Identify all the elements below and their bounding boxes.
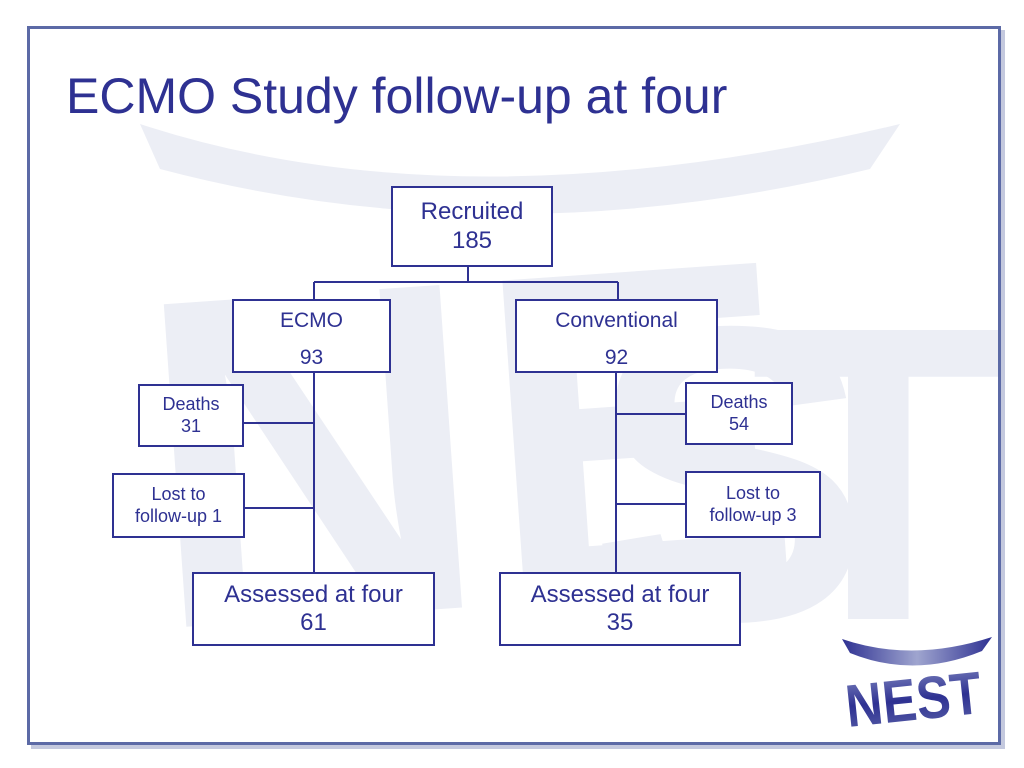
conventional-deaths-count: 54 — [728, 413, 750, 434]
flowchart-connectors — [243, 265, 686, 574]
ecmo-deaths-box: Deaths 31 — [138, 384, 244, 447]
slide-title: ECMO Study follow-up at four — [66, 68, 728, 124]
conventional-count: 92 — [604, 346, 629, 370]
conventional-deaths-label: Deaths — [710, 392, 768, 413]
recruited-label: Recruited — [420, 198, 524, 226]
ecmo-count: 93 — [299, 346, 324, 370]
conventional-assessed-count: 35 — [606, 609, 634, 636]
conventional-assessed-box: Assessed at four 35 — [499, 572, 741, 646]
conventional-label: Conventional — [555, 309, 678, 332]
ecmo-label: ECMO — [280, 309, 343, 332]
logo-wing-shape — [842, 637, 992, 666]
logo-text: NEST — [842, 659, 984, 740]
nest-logo: NEST — [842, 637, 992, 740]
conventional-lost-label: Lost to — [725, 483, 781, 504]
conventional-lost-label2: follow-up 3 — [709, 504, 797, 525]
slide-frame: NE S T ECMO Study follow-up at four Recr… — [27, 26, 1001, 745]
conventional-deaths-box: Deaths 54 — [685, 382, 793, 445]
conventional-box: Conventional 92 — [515, 299, 718, 373]
ecmo-box: ECMO 93 — [232, 299, 391, 373]
conventional-assessed-label: Assessed at four — [530, 580, 710, 608]
ecmo-deaths-count: 31 — [180, 415, 202, 436]
ecmo-assessed-box: Assessed at four 61 — [192, 572, 435, 646]
ecmo-lost-label: Lost to — [151, 484, 206, 505]
recruited-box: Recruited 185 — [391, 186, 553, 267]
ecmo-assessed-count: 61 — [300, 609, 327, 636]
ecmo-deaths-label: Deaths — [162, 394, 220, 415]
ecmo-lost-label2: follow-up 1 — [134, 505, 223, 526]
conventional-lost-box: Lost to follow-up 3 — [685, 471, 821, 538]
recruited-count: 185 — [451, 226, 493, 254]
ecmo-lost-box: Lost to follow-up 1 — [112, 473, 245, 538]
ecmo-assessed-label: Assessed at four — [224, 580, 403, 608]
